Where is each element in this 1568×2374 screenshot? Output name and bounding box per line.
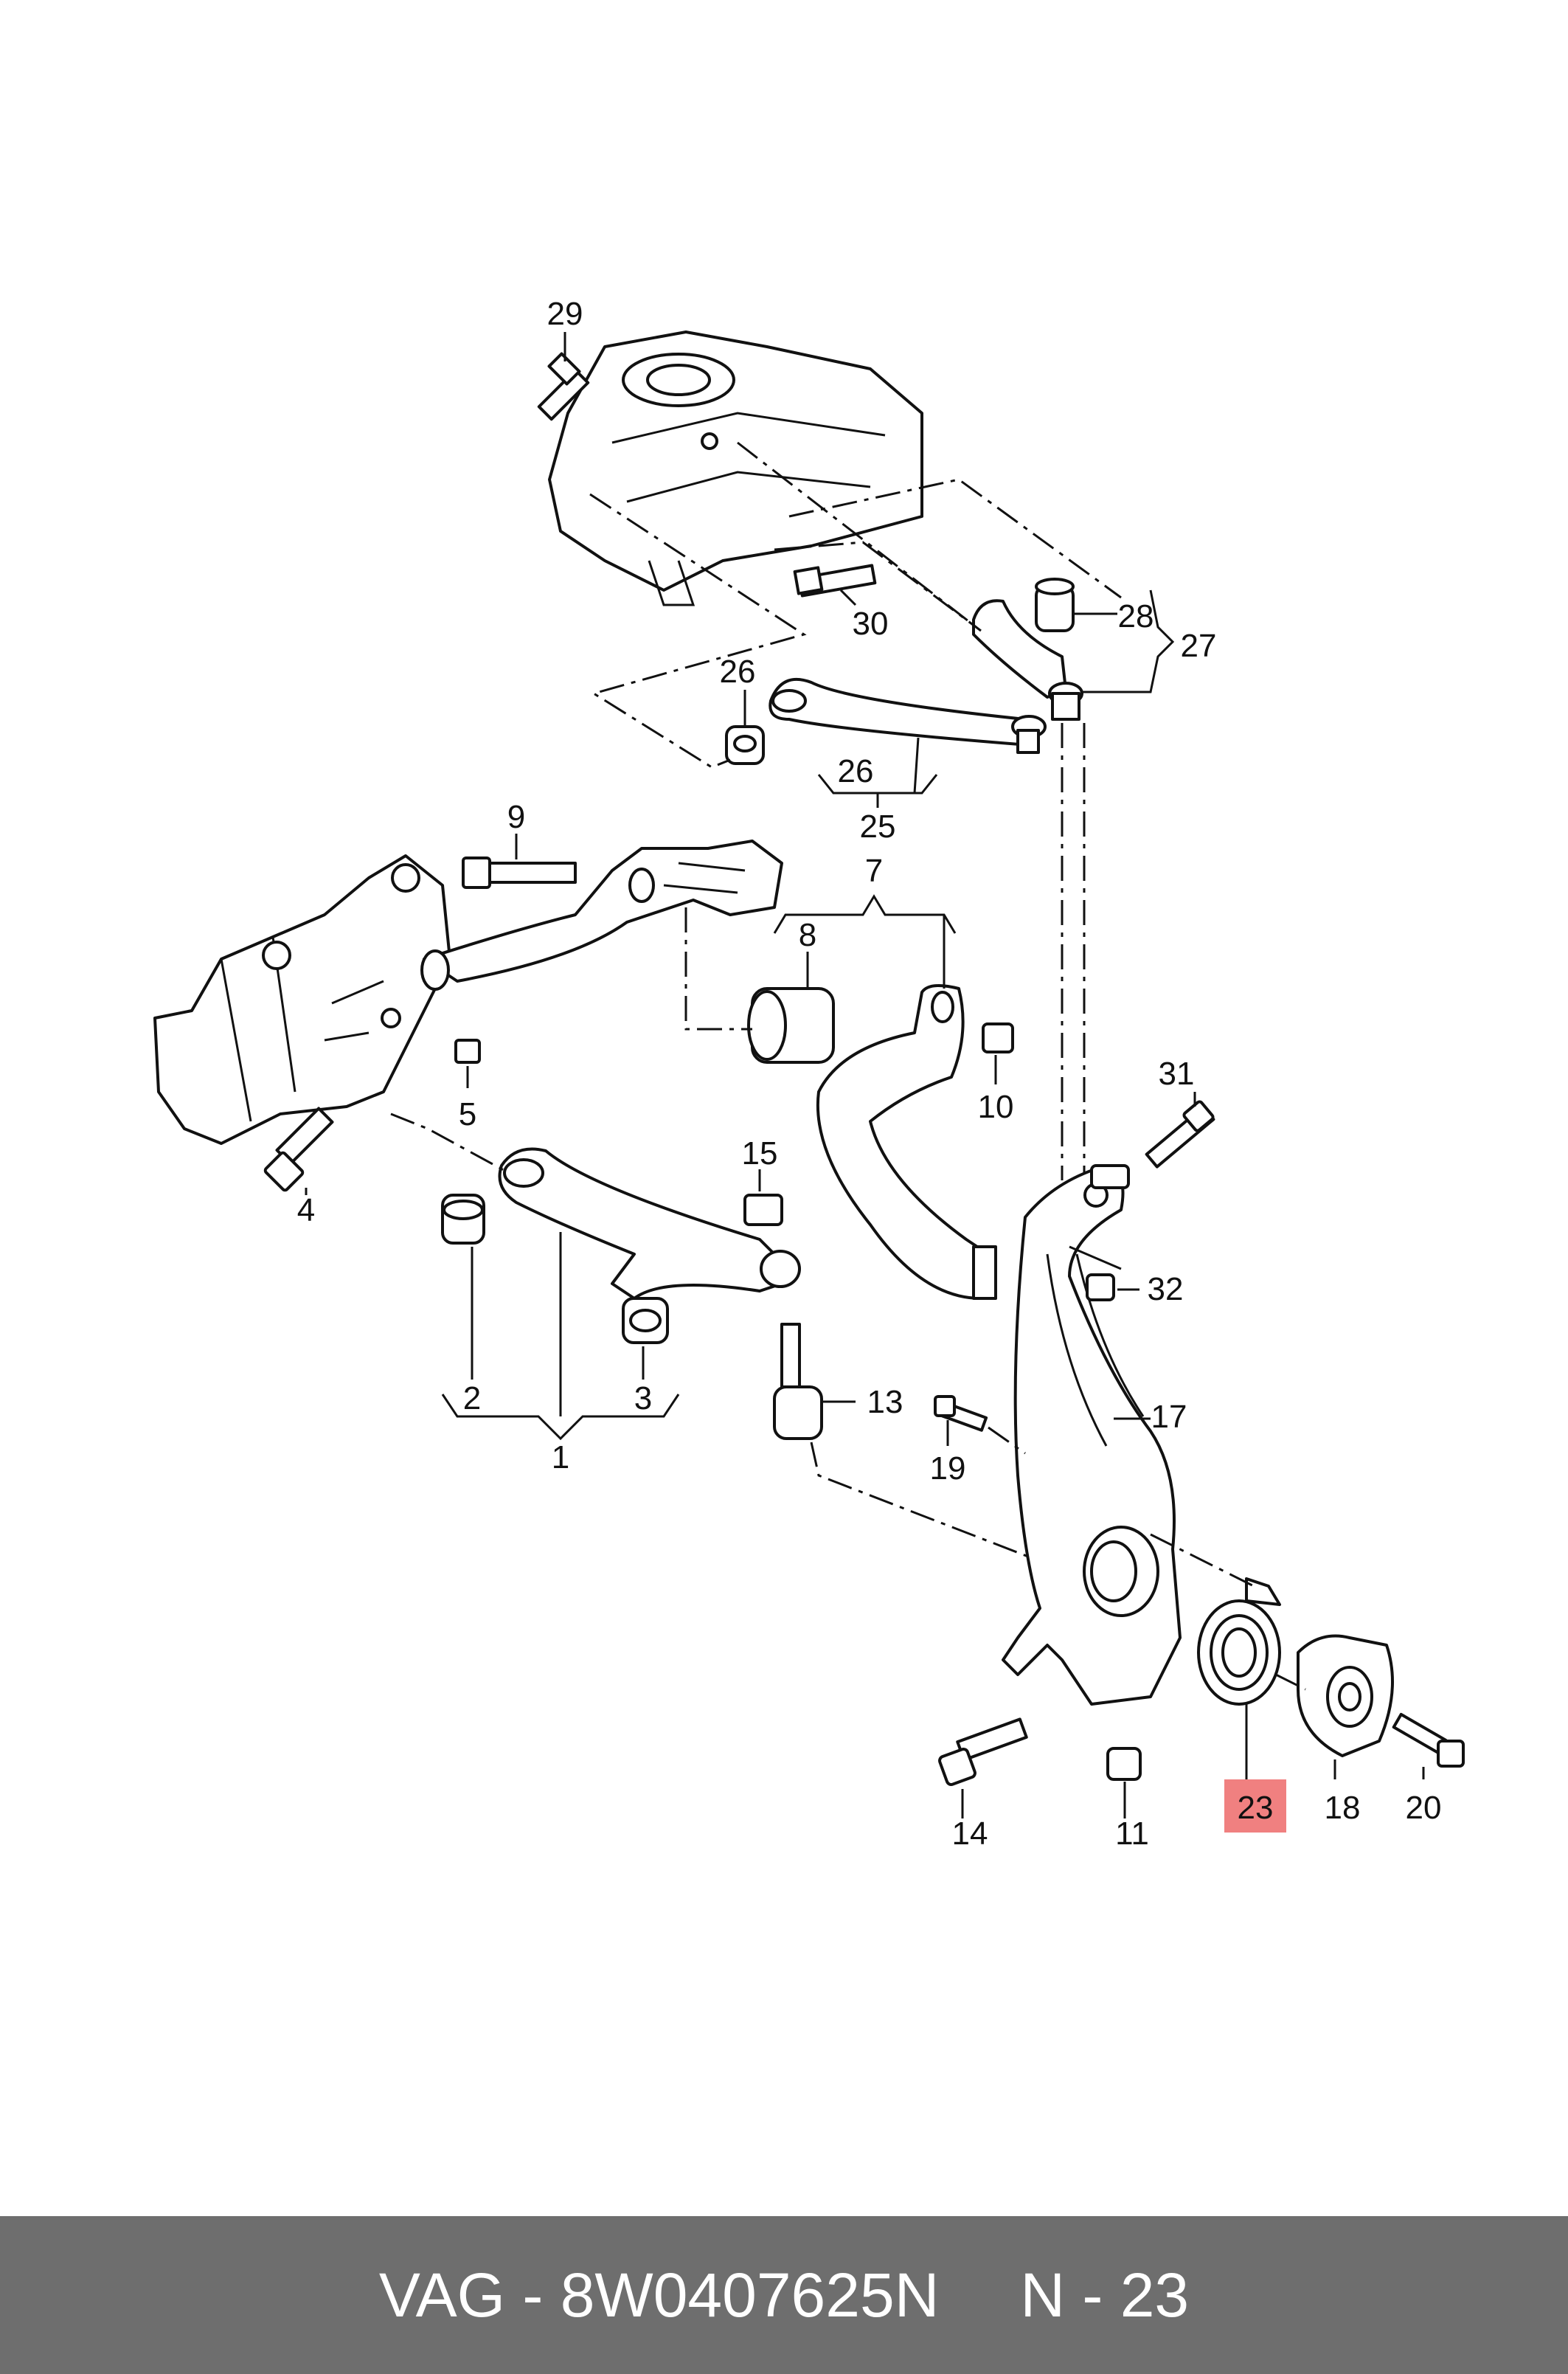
strut-mount xyxy=(548,331,923,606)
callout-15: 15 xyxy=(742,1135,778,1172)
bolt-14 xyxy=(938,1717,1028,1786)
position-prefix: N xyxy=(1020,2260,1066,2330)
brand-label: VAG xyxy=(378,2260,506,2330)
nut-5 xyxy=(454,1039,481,1064)
callout-7: 7 xyxy=(865,853,883,889)
callout-11: 11 xyxy=(1115,1816,1149,1852)
wheel-hub xyxy=(1297,1634,1394,1757)
callout-1: 1 xyxy=(552,1439,569,1475)
callout-28: 28 xyxy=(1118,598,1154,634)
bolt-19 xyxy=(934,1395,988,1432)
callout-4: 4 xyxy=(297,1192,315,1228)
ball-joint-13 xyxy=(773,1323,823,1440)
wheel-carrier xyxy=(1002,1164,1182,1706)
callout-2: 2 xyxy=(463,1380,481,1416)
callout-3: 3 xyxy=(634,1380,652,1416)
callout-31: 31 xyxy=(1159,1056,1195,1092)
callout-26a: 26 xyxy=(720,654,756,690)
callout-29: 29 xyxy=(547,296,583,332)
callout-9: 9 xyxy=(507,799,525,835)
position-number: 23 xyxy=(1120,2260,1190,2330)
separator-1: - xyxy=(522,2260,544,2330)
part-number: 8W0407625N xyxy=(560,2260,940,2330)
upper-control-arm-rear xyxy=(725,678,1047,765)
upper-control-arm-front xyxy=(972,578,1083,721)
callout-17: 17 xyxy=(1151,1399,1187,1435)
bolt-30 xyxy=(793,564,877,598)
lower-control-arm-front xyxy=(441,1147,801,1344)
callout-5: 5 xyxy=(459,1096,476,1132)
highlight-box xyxy=(1224,1779,1286,1833)
callout-25: 25 xyxy=(860,809,896,845)
lower-control-arm-rear xyxy=(747,984,997,1300)
callout-23: 23 xyxy=(1238,1790,1274,1826)
nut-11 xyxy=(1106,1747,1142,1781)
exploded-suspension-diagram: 29 30 28 27 26 26 25 xyxy=(153,296,1465,1852)
callout-32: 32 xyxy=(1148,1271,1184,1307)
separator-2: - xyxy=(1082,2260,1103,2330)
callout-20: 20 xyxy=(1406,1790,1442,1826)
bolt-9 xyxy=(462,856,577,889)
callout-26b: 26 xyxy=(838,753,874,789)
callout-19: 19 xyxy=(930,1450,966,1487)
callout-13: 13 xyxy=(867,1384,903,1420)
nut-10 xyxy=(982,1022,1014,1053)
nut-15 xyxy=(743,1194,783,1226)
part-info-footer: VAG - 8W0407625N N - 23 xyxy=(0,2216,1568,2374)
callout-8: 8 xyxy=(799,917,816,953)
wheel-bearing xyxy=(1197,1577,1281,1706)
bolt-4 xyxy=(263,1107,334,1192)
bolt-29 xyxy=(537,352,590,421)
nut-32 xyxy=(1086,1273,1115,1301)
callout-30: 30 xyxy=(853,606,889,642)
subframe xyxy=(153,840,783,1145)
callout-27: 27 xyxy=(1181,628,1217,664)
callout-10: 10 xyxy=(978,1089,1014,1125)
callout-18: 18 xyxy=(1325,1790,1361,1826)
bolt-20 xyxy=(1392,1712,1465,1768)
bolt-31 xyxy=(1145,1100,1215,1169)
callout-14: 14 xyxy=(952,1816,988,1852)
